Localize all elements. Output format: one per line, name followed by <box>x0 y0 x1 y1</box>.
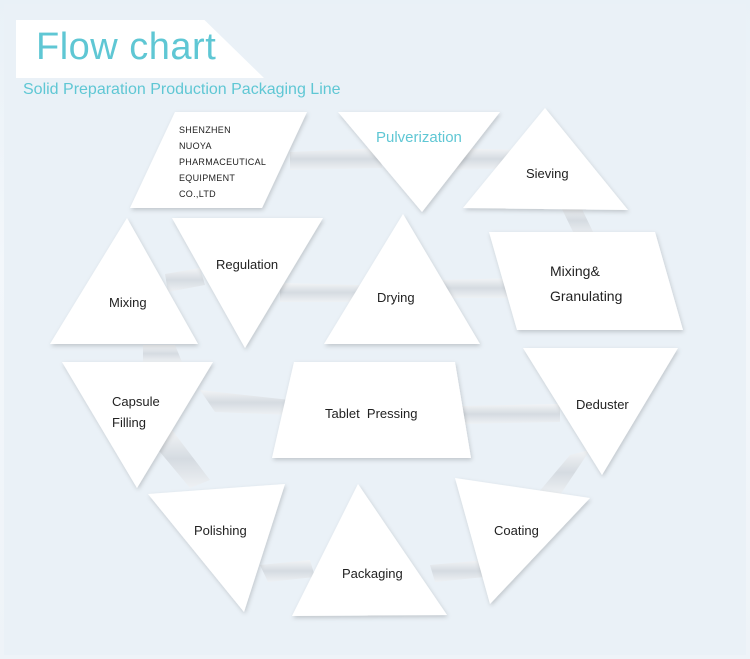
drying-shape <box>324 214 480 344</box>
step-capsule-filling-line-1: Capsule <box>112 394 160 409</box>
company-line-1: SHENZHEN <box>179 125 231 135</box>
belt-drying-regulation <box>280 283 360 302</box>
step-drying: Drying <box>377 290 415 305</box>
company-name: SHENZHEN NUOYA PHARMACEUTICAL EQUIPMENT … <box>179 122 266 202</box>
tablet-pressing-shape <box>272 362 471 458</box>
step-regulation: Regulation <box>216 257 279 272</box>
step-mixing-granulating-line-1: Mixing& <box>550 263 600 279</box>
packaging-shape <box>292 484 447 616</box>
belt-mixing-granulating-drying <box>435 278 525 298</box>
mixing-shape <box>50 218 198 344</box>
process-shapes <box>50 108 683 616</box>
step-mixing-granulating-line-2: Granulating <box>550 288 623 304</box>
coating-shape <box>455 478 590 604</box>
page-subtitle: Solid Preparation Production Packaging L… <box>23 81 341 98</box>
step-mixing: Mixing <box>109 295 147 310</box>
step-sieving: Sieving <box>526 166 569 181</box>
step-capsule-filling-line-2: Filling <box>112 415 146 430</box>
step-capsule-filling: Capsule Filling <box>112 391 160 433</box>
step-coating: Coating <box>494 523 539 538</box>
step-tablet-pressing: Tablet Pressing <box>325 406 418 421</box>
belt-regulation-mixing <box>165 268 205 292</box>
company-line-5: CO.,LTD <box>179 189 216 199</box>
polishing-shape <box>148 484 285 612</box>
regulation-shape <box>172 218 323 348</box>
belt-deduster-coating <box>538 450 590 495</box>
sieving-shape <box>463 108 628 210</box>
belt-sieving-mixing-granulating <box>560 205 595 236</box>
belt-polishing-packaging <box>260 560 315 582</box>
belt-capsule-polishing <box>150 430 210 488</box>
pulverization-shape <box>338 112 500 212</box>
belt-capsule-tablet <box>200 390 290 415</box>
company-line-3: PHARMACEUTICAL <box>179 157 267 167</box>
page-title: Flow chart <box>36 26 217 68</box>
deduster-shape <box>523 348 678 475</box>
company-line-2: NUOYA <box>179 141 212 151</box>
belt-tablet-deduster <box>460 404 560 424</box>
step-deduster: Deduster <box>576 397 629 412</box>
step-pulverization: Pulverization <box>376 129 462 146</box>
step-packaging: Packaging <box>342 566 403 581</box>
step-mixing-granulating: Mixing& Granulating <box>550 259 622 309</box>
step-polishing: Polishing <box>194 523 247 538</box>
company-parallelogram <box>130 112 307 208</box>
capsule-filling-shape <box>62 362 213 488</box>
belt-packaging-coating <box>430 560 485 582</box>
mixing-granulating-shape <box>489 232 683 330</box>
belt-company-pulverization <box>290 148 382 170</box>
company-line-4: EQUIPMENT <box>179 173 236 183</box>
belt-mixing-capsule <box>143 345 182 362</box>
